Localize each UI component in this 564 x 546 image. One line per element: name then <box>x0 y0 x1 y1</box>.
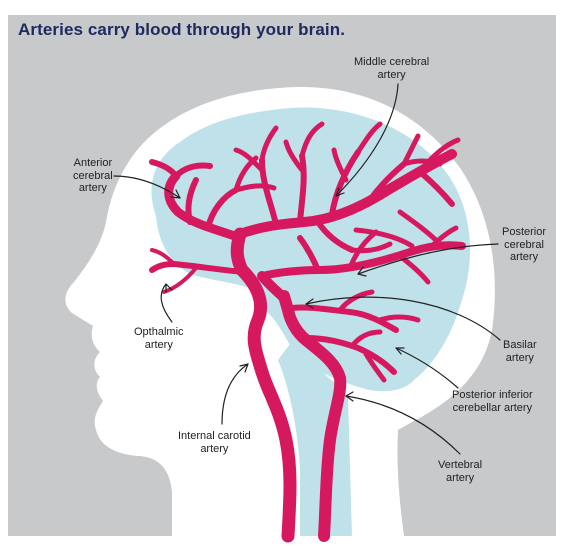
internal-carotid-arrow <box>221 363 249 425</box>
brainstem-shape <box>278 336 352 536</box>
anterior-cerebral-arrow <box>113 175 181 199</box>
basilar-arrow <box>305 296 501 341</box>
label-vertebral-artery: Vertebral artery <box>438 459 483 484</box>
pica-arrow <box>395 347 459 389</box>
label-anterior-cerebral-artery: Anterior cerebral artery <box>73 157 113 194</box>
diagram-title: Arteries carry blood through your brain. <box>18 20 346 39</box>
artery-network <box>149 121 466 543</box>
middle-cerebral-arrow <box>335 83 399 197</box>
posterior-cerebral-arrow <box>357 243 499 275</box>
vertebral-arrow <box>345 395 461 455</box>
opthalmic-arrow <box>160 283 173 323</box>
pointer-arrows <box>113 83 501 455</box>
label-opthalmic-artery: Opthalmic artery <box>134 326 184 351</box>
label-posterior-inferior-cerebellar-artery: Posterior inferior cerebellar artery <box>452 389 533 414</box>
label-posterior-cerebral-artery: Posterior cerebral artery <box>502 226 547 263</box>
label-internal-carotid-artery: Internal carotid artery <box>178 430 251 455</box>
label-middle-cerebral-artery: Middle cerebral artery <box>354 56 430 81</box>
label-basilar-artery: Basilar artery <box>503 339 537 364</box>
